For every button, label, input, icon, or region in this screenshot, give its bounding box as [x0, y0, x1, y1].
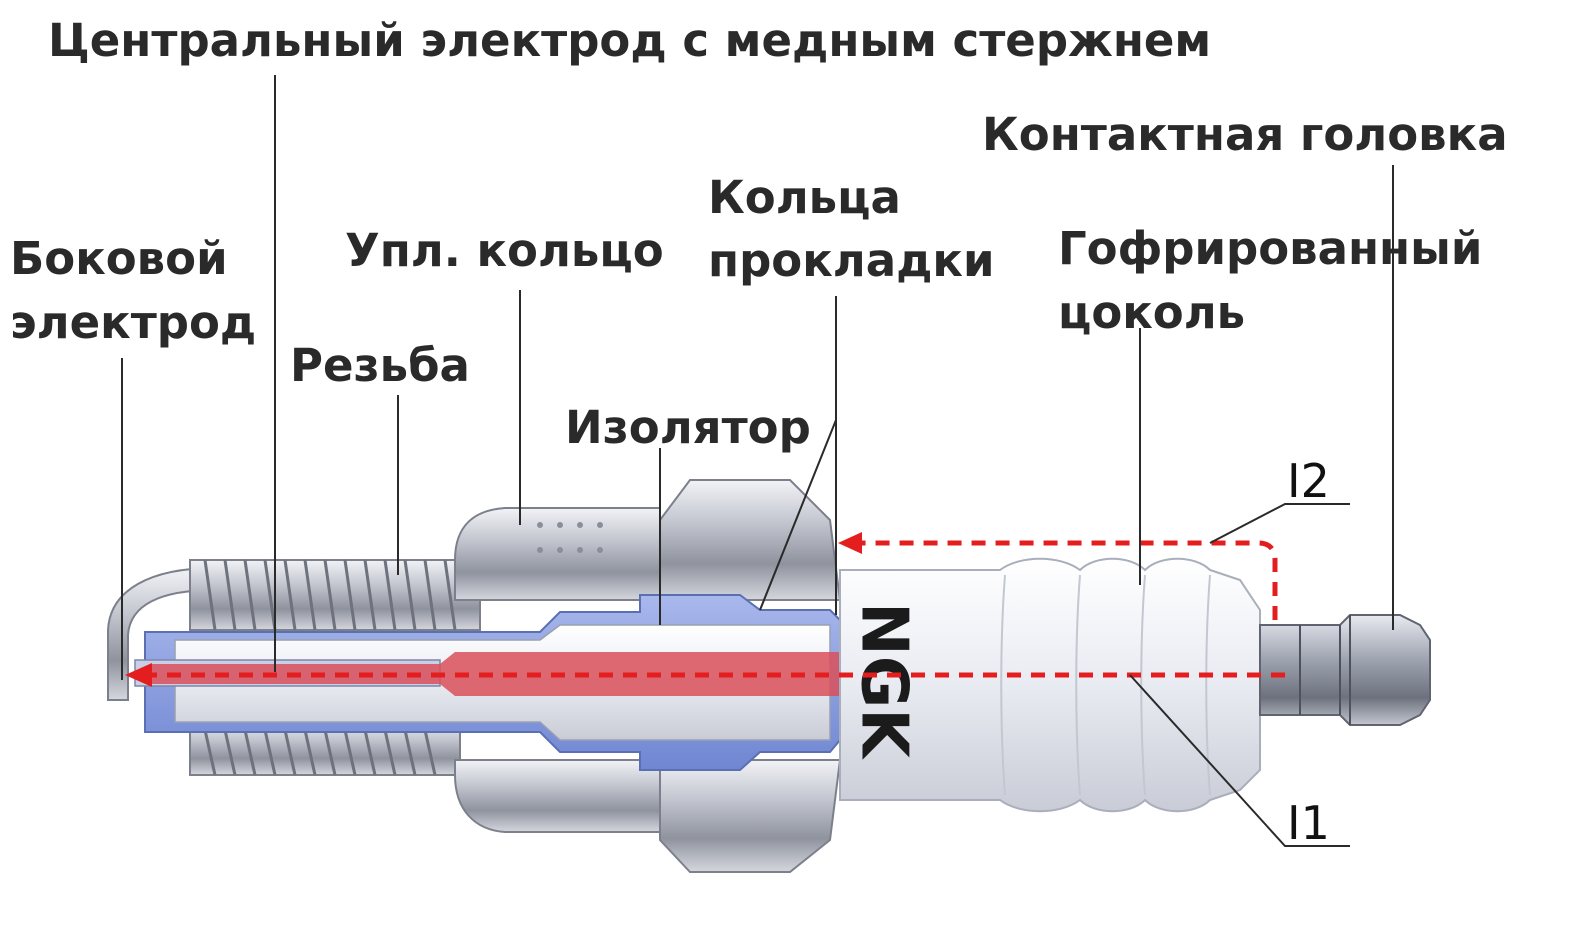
label-side-electrode-line2: электрод: [10, 296, 257, 349]
leader-gasket-rings-diagonal: [759, 419, 837, 611]
label-side-electrode-line1: Боковой: [10, 232, 228, 285]
current-paths: [125, 532, 1285, 687]
arrowhead-i2: [838, 532, 862, 554]
label-seal-ring: Упл. кольцо: [345, 224, 664, 277]
terminal-shape: [1259, 614, 1431, 726]
spark-plug-body: NGK: [107, 479, 1431, 873]
seal-ring-shape: [454, 507, 661, 601]
label-current-i2: I2: [1287, 454, 1330, 508]
copper-core-shape: [150, 652, 840, 696]
label-corrugated-base-line1: Гофрированный: [1058, 222, 1483, 275]
leader-lines: [121, 75, 1394, 847]
label-insulator: Изолятор: [565, 401, 811, 454]
hex-nut-shape: [659, 479, 842, 601]
label-corrugated-base-line2: цоколь: [1058, 286, 1246, 339]
corrugated-insulator-shape: [839, 557, 1261, 813]
arrowhead-i1: [125, 663, 152, 687]
side-electrode-shape: [107, 566, 216, 701]
thread-shape: [189, 559, 481, 776]
current-path-i2: [855, 540, 1278, 620]
label-current-i1: I1: [1287, 796, 1330, 850]
label-thread: Резьба: [290, 339, 470, 392]
leader-i1: [1129, 674, 1350, 847]
leader-i2: [1209, 503, 1350, 544]
label-central-electrode: Центральный электрод с медным стержнем: [48, 14, 1212, 67]
label-gasket-rings-line2: прокладки: [708, 234, 995, 287]
label-gasket-rings-line1: Кольца: [708, 171, 901, 224]
label-contact-head: Контактная головка: [982, 108, 1508, 161]
ngk-logo: NGK: [846, 602, 920, 760]
